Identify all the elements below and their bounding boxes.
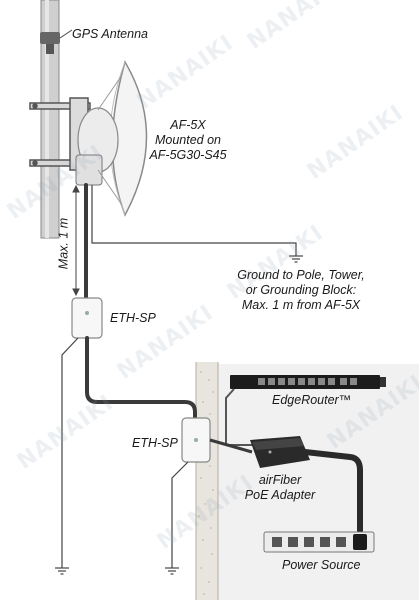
af5x-label-line1: AF-5X bbox=[170, 118, 206, 132]
eth-sp-top-device bbox=[71, 297, 103, 339]
indoor-room bbox=[214, 364, 419, 600]
ground-symbol-ethsp-bottom bbox=[165, 567, 179, 575]
edgerouter-device bbox=[230, 375, 386, 389]
eth-sp-bottom-label: ETH-SP bbox=[132, 436, 178, 450]
ground-symbol-radio bbox=[289, 255, 303, 263]
gps-antenna bbox=[40, 29, 73, 54]
gps-antenna-label: GPS Antenna bbox=[72, 27, 148, 41]
power-cable bbox=[302, 449, 363, 548]
ground-label-line3: Max. 1 m from AF-5X bbox=[241, 298, 361, 312]
ground-wire-ethsp-top bbox=[61, 337, 79, 568]
ground-wire-radio bbox=[91, 185, 297, 256]
cable-wallethsp-to-poe bbox=[209, 438, 253, 454]
ground-wire-ethsp-bottom bbox=[171, 461, 189, 568]
ground-label: Ground to Pole, Tower, or Grounding Bloc… bbox=[226, 268, 376, 313]
dish-antenna-af5x bbox=[75, 60, 148, 217]
airfiber-poe-adapter bbox=[250, 436, 310, 468]
ground-label-line1: Ground to Pole, Tower, bbox=[237, 268, 365, 282]
airfiber-label: airFiber PoE Adapter bbox=[230, 473, 330, 503]
airfiber-label-line1: airFiber bbox=[258, 473, 302, 487]
airfiber-label-line2: PoE Adapter bbox=[244, 488, 316, 502]
max-1m-dimension bbox=[72, 184, 80, 297]
max-1m-label: Max. 1 m bbox=[56, 217, 71, 270]
mounting-pole bbox=[40, 0, 60, 239]
eth-sp-top-label: ETH-SP bbox=[110, 311, 156, 325]
af5x-label-line3: AF-5G30-S45 bbox=[149, 148, 227, 162]
wall bbox=[195, 362, 219, 600]
cable-router-to-poe bbox=[225, 388, 252, 446]
af5x-label: AF-5X Mounted on AF-5G30-S45 bbox=[140, 118, 236, 163]
power-strip bbox=[263, 531, 375, 553]
cable-ethsp-to-wall bbox=[85, 336, 197, 422]
ground-symbol-ethsp-top bbox=[55, 567, 69, 575]
ground-label-line2: or Grounding Block: bbox=[245, 283, 357, 297]
af5x-label-line2: Mounted on bbox=[154, 133, 222, 147]
edgerouter-label: EdgeRouter™ bbox=[272, 393, 352, 407]
power-source-label: Power Source bbox=[282, 558, 361, 572]
eth-sp-bottom-device bbox=[181, 417, 211, 463]
